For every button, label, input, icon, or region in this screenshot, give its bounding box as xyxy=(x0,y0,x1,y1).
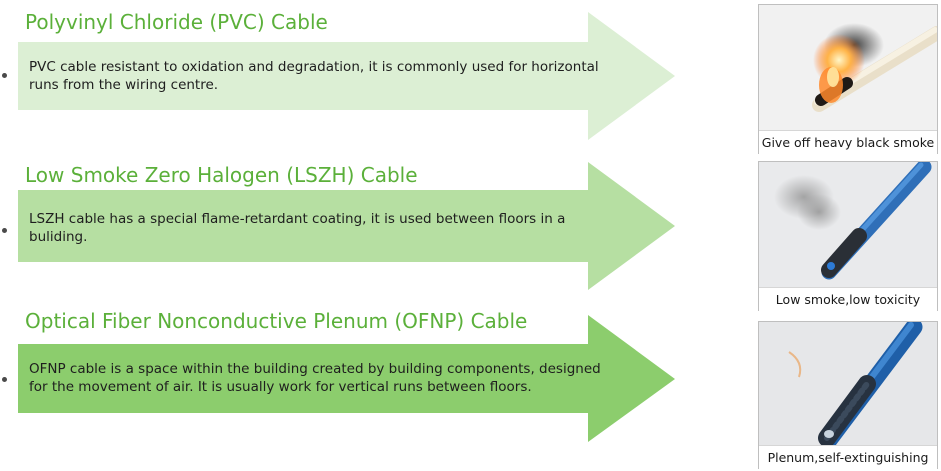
bullet xyxy=(2,377,7,382)
section-description: PVC cable resistant to oxidation and deg… xyxy=(29,59,599,93)
photo-card-lszh: Low smoke,low toxicity xyxy=(758,161,938,311)
section-title: Polyvinyl Chloride (PVC) Cable xyxy=(25,10,328,34)
arrow-shape xyxy=(18,315,675,442)
section-title: Optical Fiber Nonconductive Plenum (OFNP… xyxy=(25,309,528,333)
photo-caption: Low smoke,low toxicity xyxy=(759,287,937,311)
bullet xyxy=(2,228,7,233)
lszh-cable-photo xyxy=(759,162,937,287)
burning-cable-photo xyxy=(759,5,937,130)
section-title: Low Smoke Zero Halogen (LSZH) Cable xyxy=(25,163,418,187)
section-description: OFNP cable is a space within the buildin… xyxy=(29,361,601,395)
ofnp-cable-photo xyxy=(759,322,937,445)
arrow-shape xyxy=(18,162,675,290)
photo-card-pvc: Give off heavy black smoke xyxy=(758,4,938,154)
photo-caption: Give off heavy black smoke xyxy=(759,130,937,154)
photo-card-ofnp: Plenum,self-extinguishing xyxy=(758,321,938,469)
bullet xyxy=(2,73,7,78)
arrow-shape xyxy=(18,12,675,140)
photo-caption: Plenum,self-extinguishing xyxy=(759,445,937,469)
section-description: LSZH cable has a special flame-retardant… xyxy=(29,211,566,245)
